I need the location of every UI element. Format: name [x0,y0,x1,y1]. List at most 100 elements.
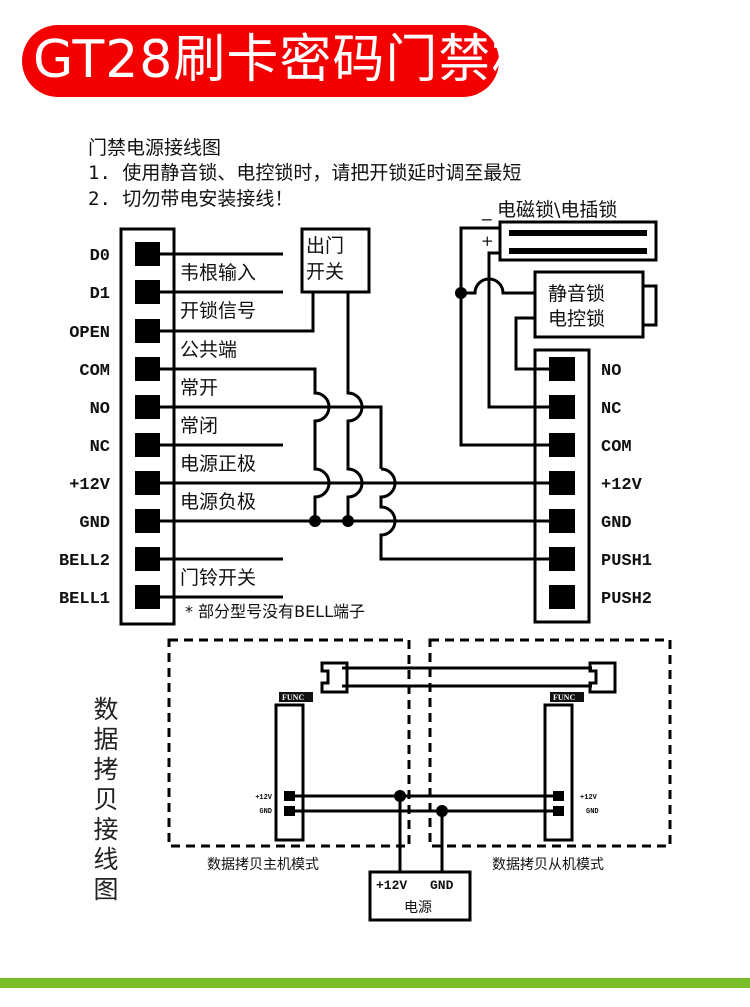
title-banner [22,25,499,97]
pin-square [135,242,160,266]
page-title: GT28刷卡密码门禁机 [33,30,545,90]
wire-open [160,292,315,333]
label-power-negative: 电源负极 [180,491,256,513]
silent-lock-label-1: 静音锁 [548,283,605,305]
pin-square [549,395,575,419]
pin-square [284,791,295,801]
slave-dashed-box [428,638,672,848]
pin-label-d0: D0 [90,247,110,266]
wire-silent-lock-no [514,316,562,371]
wire-no [160,405,383,469]
pin-label-nc: NC [601,400,621,419]
mag-lock-label: 电磁锁\电插锁 [497,199,617,221]
junction-dot [394,790,406,802]
psu-gnd-label: GND [430,878,454,893]
pin-square [135,471,160,495]
silent-lock-box [533,270,645,339]
exit-switch-label-1: 出门 [306,235,344,257]
master-caption: 数据拷贝主机模式 [207,857,319,873]
pin-label-bell2: BELL2 [59,552,110,571]
slave-caption: 数据拷贝从机模式 [492,857,604,873]
mag-lock-box [498,220,658,262]
note-line-2: 2. 切勿带电安装接线！ [88,188,294,210]
controller-pins [135,242,160,609]
master-func-label: FUNC [282,693,304,702]
master-dashed-box [167,638,411,848]
pin-square [135,547,160,571]
pin-square [553,791,564,801]
power-board-pins [549,357,575,609]
junction-dot [309,515,321,527]
psu-label: 电源 [404,900,432,916]
mag-lock-minus: _ [481,199,492,221]
psu-12v-label: +12V [376,878,407,893]
pin-square [549,471,575,495]
label-power-positive: 电源正极 [180,453,256,475]
exit-switch-box [300,227,371,294]
label-doorbell-switch: 门铃开关 [180,567,256,589]
wire-exit-switch-gnd [346,292,364,521]
wire-silent-lock-com [461,277,535,295]
pin-label-no: NO [90,400,110,419]
label-wiegand: 韦根输入 [180,262,256,284]
pin-square [549,433,575,457]
pin-square [549,585,575,609]
junction-dot [342,515,354,527]
pin-square [135,280,160,304]
pin-square [549,547,575,571]
slave-func-label: FUNC [553,693,575,702]
pin-label-bell1: BELL1 [59,590,110,609]
label-normally-open: 常开 [180,377,218,399]
pin-label-12v: +12V [601,476,643,495]
pin-label-d1: D1 [90,285,110,304]
slave-terminal-strip [543,703,574,842]
label-common: 公共端 [180,339,237,361]
pin-label-com: COM [79,362,110,381]
mag-lock-plus: + [481,232,494,250]
pin-label-gnd: GND [601,514,632,533]
pin-square [135,319,160,343]
pin-label-open: OPEN [69,324,110,343]
pin-square [135,509,160,533]
mag-lock-bar [509,248,647,254]
pin-square [135,585,160,609]
exit-switch-label-2: 开关 [306,261,344,283]
func-label-bg [279,692,313,702]
diagram-heading: 门禁电源接线图 [88,137,222,159]
pin-label-nc: NC [90,438,110,457]
pin-label-push2: PUSH2 [601,590,652,609]
pin-label-no: NO [601,362,621,381]
func-plug-right [588,661,617,694]
pin-label-push1: PUSH1 [601,552,652,571]
func-label-bg [550,692,584,702]
psu-box [368,870,472,922]
data-copy-side-title: 数 据 拷 贝 接 线 图 [93,695,119,904]
pin-square [135,433,160,457]
silent-lock-label-2: 电控锁 [548,308,605,330]
junction-dot [455,287,467,299]
wire-com [160,367,331,521]
master-12v-label: +12V [255,794,273,802]
footer-bar [0,978,750,988]
pin-square [135,357,160,381]
master-terminal-strip [274,703,305,842]
controller-terminal-block [119,227,176,626]
pin-square [284,806,295,816]
slave-12v-label: +12V [580,794,598,802]
pin-square [135,395,160,419]
pin-square [553,806,564,816]
bell-footnote: * 部分型号没有BELL端子 [185,602,365,621]
note-line-1: 1. 使用静音锁、电控锁时，请把开锁延时调至最短 [88,162,522,184]
pin-label-gnd: GND [79,514,110,533]
master-gnd-label: GND [259,808,272,816]
power-board-terminal-block [533,348,591,624]
wire-no-push1 [379,467,562,561]
label-unlock-signal: 开锁信号 [180,300,256,322]
pin-square [549,357,575,381]
wire-mag-plus-nc [487,251,562,409]
pin-square [549,509,575,533]
slave-gnd-label: GND [586,808,599,816]
func-plug-left [320,661,349,694]
wire-mag-minus-com [459,226,562,447]
